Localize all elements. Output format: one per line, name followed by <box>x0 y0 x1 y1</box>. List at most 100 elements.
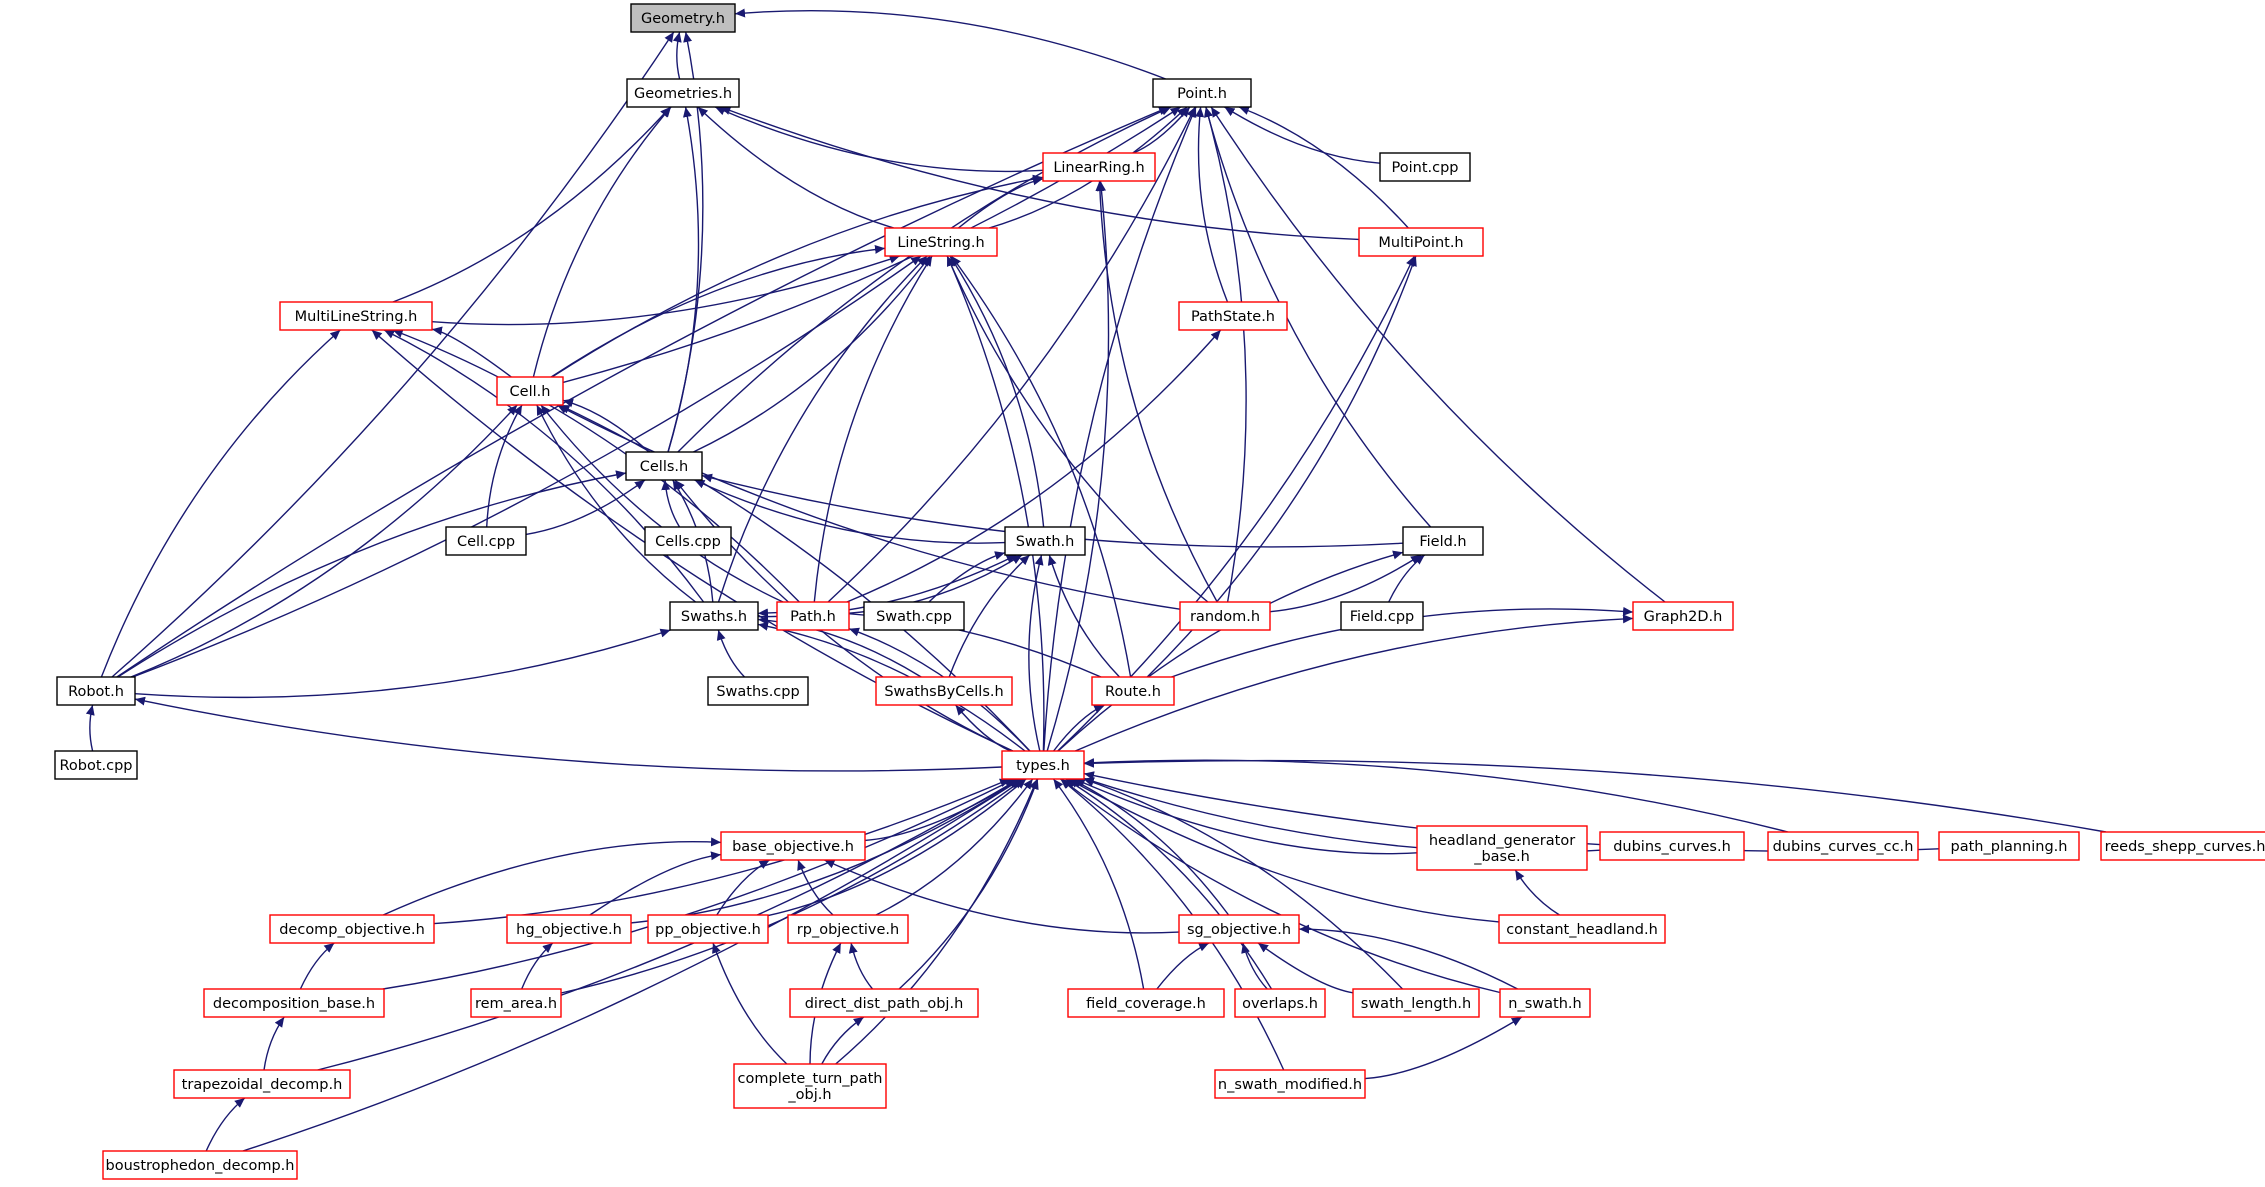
node-box-trapezoidal-decomp-h[interactable] <box>173 1069 351 1099</box>
node-box-sg-objective-h[interactable] <box>1178 914 1300 944</box>
node-box-reeds-shepp-curves-h[interactable] <box>2100 831 2265 861</box>
node-box-rp-objective-h[interactable] <box>787 914 909 944</box>
edge-rem-area-h-to-hg-objective-h <box>521 942 554 990</box>
node-box-graph2d-h[interactable] <box>1632 601 1734 631</box>
node-box-field-coverage-h[interactable] <box>1067 988 1225 1018</box>
node-label-n-swath-h: n_swath.h <box>1508 996 1581 1012</box>
node-multilinestring-h[interactable]: MultiLineString.h <box>279 301 433 331</box>
edge-dubins-curves-cc-h-to-types-h <box>1083 758 1789 833</box>
node-swath-length-h[interactable]: swath_length.h <box>1352 988 1480 1018</box>
node-random-h[interactable]: random.h <box>1179 601 1271 631</box>
node-box-route-h[interactable] <box>1091 676 1175 706</box>
node-pp-objective-h[interactable]: pp_objective.h <box>647 914 769 944</box>
node-box-types-h[interactable] <box>1001 750 1085 780</box>
node-n-swath-h[interactable]: n_swath.h <box>1499 988 1591 1018</box>
node-dubins-curves-h[interactable]: dubins_curves.h <box>1599 831 1745 861</box>
node-dubins-curves-cc-h[interactable]: dubins_curves_cc.h <box>1767 831 1919 861</box>
node-box-decomp-objective-h[interactable] <box>269 914 435 944</box>
node-field-coverage-h[interactable]: field_coverage.h <box>1067 988 1225 1018</box>
node-decomp-objective-h[interactable]: decomp_objective.h <box>269 914 435 944</box>
node-multipoint-h[interactable]: MultiPoint.h <box>1358 227 1484 257</box>
node-label-line-robot-cpp-0: Robot.cpp <box>59 758 132 774</box>
node-complete-turn-path-obj-h[interactable]: complete_turn_path_obj.h <box>733 1063 887 1109</box>
node-sg-objective-h[interactable]: sg_objective.h <box>1178 914 1300 944</box>
node-geometry-h: Geometry.h <box>630 3 736 33</box>
node-direct-dist-path-obj-h[interactable]: direct_dist_path_obj.h <box>789 988 979 1018</box>
node-headland-generator-base-h[interactable]: headland_generator_base.h <box>1416 825 1588 871</box>
node-box-path-planning-h[interactable] <box>1938 831 2080 861</box>
node-box-pp-objective-h[interactable] <box>647 914 769 944</box>
node-path-h[interactable]: Path.h <box>776 601 850 631</box>
edge-constant-headland-h-to-headland-generator-base-h <box>1514 869 1560 916</box>
node-box-decomposition-base-h[interactable] <box>203 988 385 1018</box>
edge-rp-objective-h-to-base-objective-h <box>797 859 834 916</box>
node-overlaps-h[interactable]: overlaps.h <box>1234 988 1326 1018</box>
node-box-geometries-h <box>626 78 740 108</box>
node-box-random-h[interactable] <box>1179 601 1271 631</box>
node-label-point-h: Point.h <box>1177 86 1227 102</box>
node-box-n-swath-h[interactable] <box>1499 988 1591 1018</box>
node-box-constant-headland-h[interactable] <box>1498 914 1666 944</box>
node-box-hg-objective-h[interactable] <box>506 914 632 944</box>
node-base-objective-h[interactable]: base_objective.h <box>720 831 866 861</box>
edge-robot-h-to-multilinestring-h <box>100 329 341 678</box>
node-box-pathstate-h[interactable] <box>1178 301 1288 331</box>
node-trapezoidal-decomp-h[interactable]: trapezoidal_decomp.h <box>173 1069 351 1099</box>
node-box-dubins-curves-h[interactable] <box>1599 831 1745 861</box>
node-label-line-multilinestring-h-0: MultiLineString.h <box>295 309 418 325</box>
node-box-boustrophedon-decomp-h[interactable] <box>102 1150 298 1180</box>
node-types-h[interactable]: types.h <box>1001 750 1085 780</box>
edge-field-coverage-h-to-sg-objective-h <box>1156 942 1210 990</box>
node-box-linestring-h[interactable] <box>884 227 998 257</box>
node-box-swathsbycells-h[interactable] <box>875 676 1013 706</box>
node-decomposition-base-h[interactable]: decomposition_base.h <box>203 988 385 1018</box>
node-box-base-objective-h[interactable] <box>720 831 866 861</box>
node-hg-objective-h[interactable]: hg_objective.h <box>506 914 632 944</box>
node-point-cpp: Point.cpp <box>1379 152 1471 182</box>
node-linestring-h[interactable]: LineString.h <box>884 227 998 257</box>
node-label-linestring-h: LineString.h <box>897 235 984 251</box>
node-linearring-h[interactable]: LinearRing.h <box>1042 152 1156 182</box>
edge-trapezoidal-decomp-h-to-decomposition-base-h <box>263 1016 285 1071</box>
node-label-linearring-h: LinearRing.h <box>1053 160 1144 176</box>
node-boustrophedon-decomp-h[interactable]: boustrophedon_decomp.h <box>102 1150 298 1180</box>
node-route-h[interactable]: Route.h <box>1091 676 1175 706</box>
edge-swaths-h-to-linestring-h <box>717 255 928 603</box>
node-box-swath-length-h[interactable] <box>1352 988 1480 1018</box>
node-field-h: Field.h <box>1402 526 1484 556</box>
node-pathstate-h[interactable]: PathState.h <box>1178 301 1288 331</box>
node-box-multipoint-h[interactable] <box>1358 227 1484 257</box>
node-box-dubins-curves-cc-h[interactable] <box>1767 831 1919 861</box>
edge-random-h-to-linestring-h <box>946 255 1209 603</box>
node-label-line-field-h-0: Field.h <box>1419 534 1466 550</box>
node-box-n-swath-modified-h[interactable] <box>1214 1069 1366 1099</box>
edge-types-h-to-swathsbycells-h <box>955 704 1011 752</box>
node-box-multilinestring-h[interactable] <box>279 301 433 331</box>
node-label-complete-turn-path-obj-h: complete_turn_path_obj.h <box>738 1071 883 1103</box>
node-rp-objective-h[interactable]: rp_objective.h <box>787 914 909 944</box>
edge-boustrophedon-decomp-h-to-types-h <box>242 778 1022 1152</box>
node-box-direct-dist-path-obj-h[interactable] <box>789 988 979 1018</box>
edge-cell-cpp-to-cells-h <box>525 479 646 536</box>
node-label-line-geometry-h-0: Geometry.h <box>641 11 725 27</box>
node-label-hg-objective-h: hg_objective.h <box>516 922 622 938</box>
node-reeds-shepp-curves-h[interactable]: reeds_shepp_curves.h <box>2100 831 2265 861</box>
edge-cell-cpp-to-cell-h <box>486 404 523 528</box>
node-swathsbycells-h[interactable]: SwathsByCells.h <box>875 676 1013 706</box>
node-box-complete-turn-path-obj-h[interactable] <box>733 1063 887 1109</box>
node-box-headland-generator-base-h[interactable] <box>1416 825 1588 871</box>
node-label-line-trapezoidal-decomp-h-0: trapezoidal_decomp.h <box>182 1077 343 1093</box>
node-graph2d-h[interactable]: Graph2D.h <box>1632 601 1734 631</box>
node-box-rem-area-h[interactable] <box>470 988 562 1018</box>
node-label-line-direct-dist-path-obj-h-0: direct_dist_path_obj.h <box>805 996 964 1012</box>
node-label-line-reeds-shepp-curves-h-0: reeds_shepp_curves.h <box>2105 839 2265 855</box>
node-box-path-h[interactable] <box>776 601 850 631</box>
node-rem-area-h[interactable]: rem_area.h <box>470 988 562 1018</box>
node-n-swath-modified-h[interactable]: n_swath_modified.h <box>1214 1069 1366 1099</box>
node-cell-h[interactable]: Cell.h <box>496 376 564 406</box>
node-box-linearring-h[interactable] <box>1042 152 1156 182</box>
node-box-cell-h[interactable] <box>496 376 564 406</box>
node-constant-headland-h[interactable]: constant_headland.h <box>1498 914 1666 944</box>
node-path-planning-h[interactable]: path_planning.h <box>1938 831 2080 861</box>
node-box-overlaps-h[interactable] <box>1234 988 1326 1018</box>
